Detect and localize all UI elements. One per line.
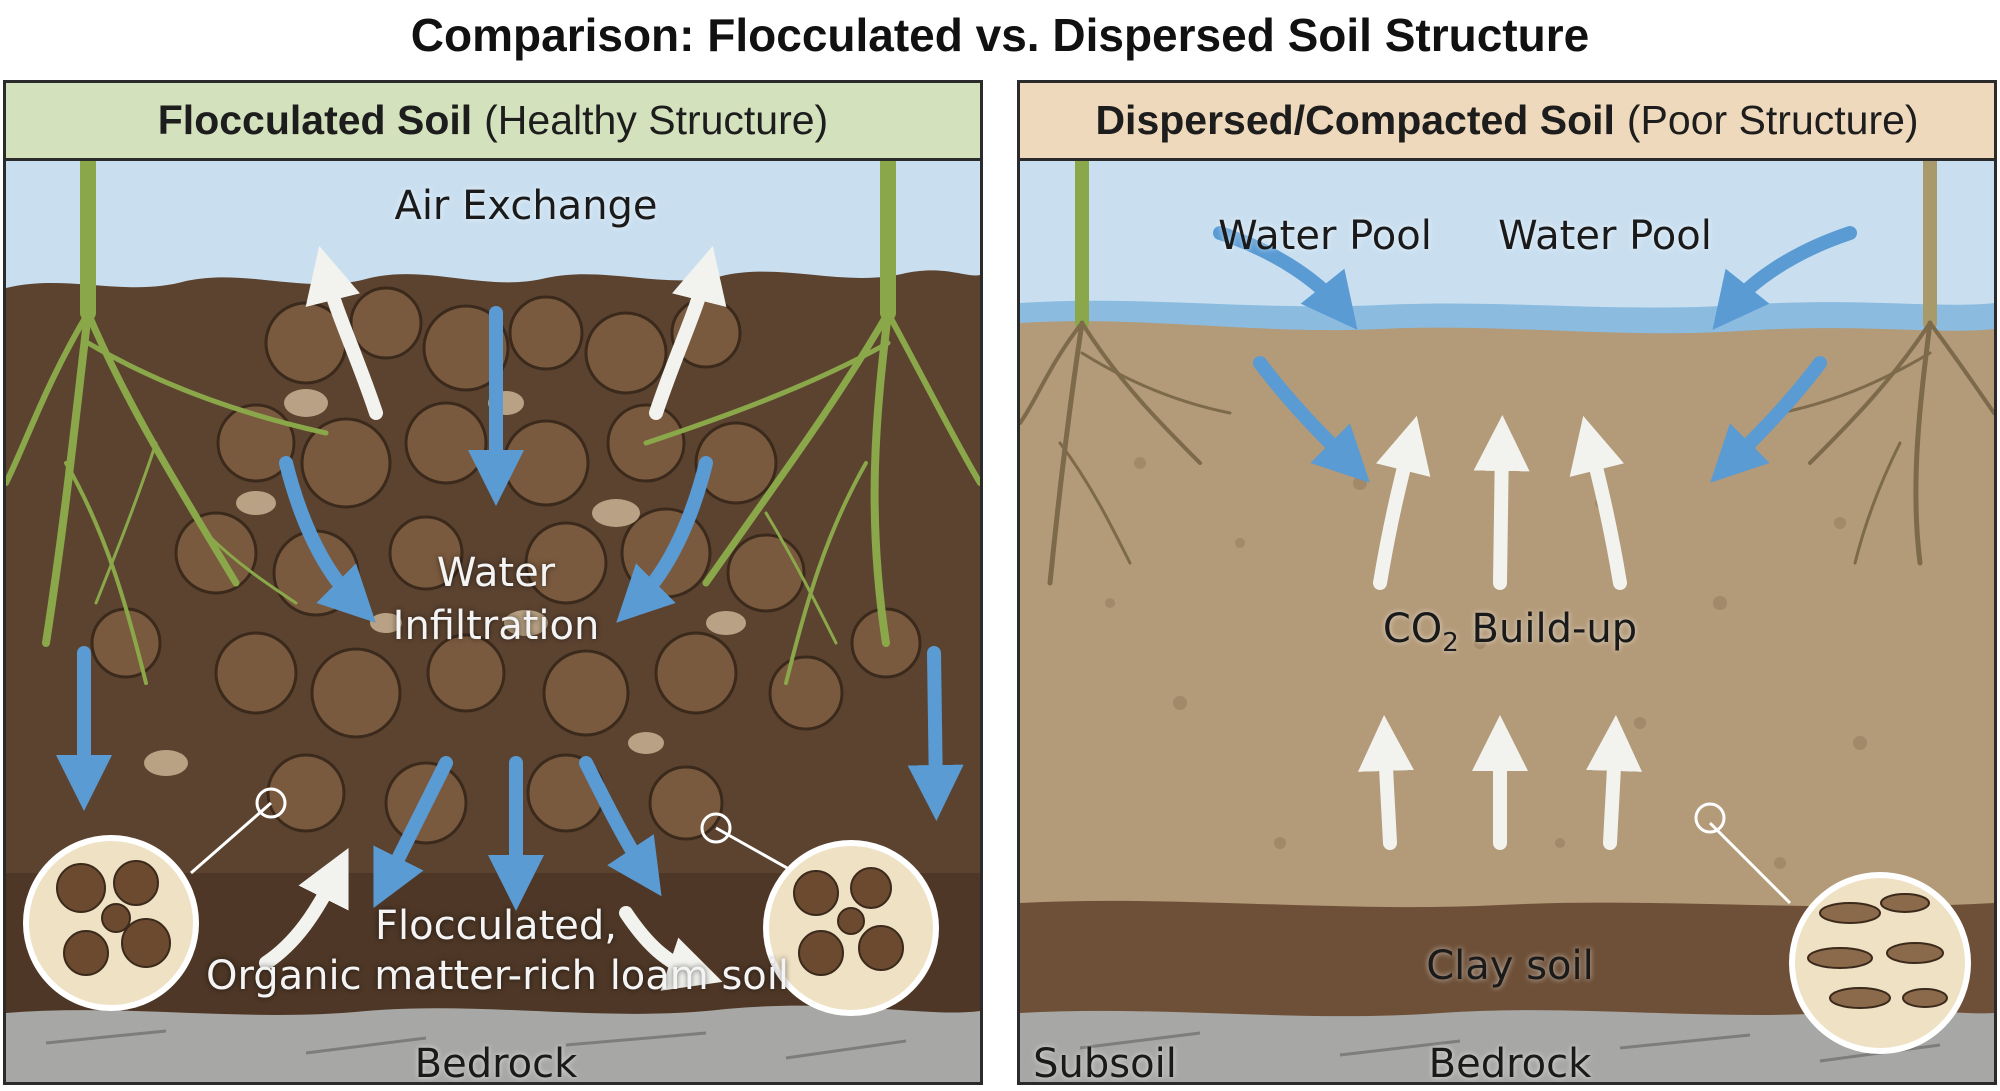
flocculated-label-line2: Organic matter-rich loam soil xyxy=(206,953,790,999)
air-exchange-label: Air Exchange xyxy=(394,183,658,229)
buildup-text: Build-up xyxy=(1458,606,1638,652)
bedrock-label: Bedrock xyxy=(1428,1041,1592,1085)
water-pool-label-left: Water Pool xyxy=(1218,213,1432,259)
bedrock-label: Bedrock xyxy=(414,1041,578,1085)
co2-buildup-label: CO2 Build-up xyxy=(1350,606,1670,658)
subsoil-label: Subsoil xyxy=(1033,1041,1177,1085)
header-subtitle: (Healthy Structure) xyxy=(484,97,829,143)
dispersed-soil-header: Dispersed/Compacted Soil (Poor Structure… xyxy=(1020,83,1994,161)
co2-subscript: 2 xyxy=(1442,628,1459,658)
dispersed-soil-panel: Dispersed/Compacted Soil (Poor Structure… xyxy=(1017,80,1997,1085)
flocculated-soil-illustration xyxy=(6,150,980,1082)
water-infiltration-label-line2: Infiltration xyxy=(392,603,600,649)
header-title: Flocculated Soil xyxy=(157,97,473,143)
co2-text: CO xyxy=(1382,606,1443,652)
dispersed-soil-illustration xyxy=(1020,151,1994,1082)
flocculated-soil-panel: Flocculated Soil (Healthy Structure) Air… xyxy=(3,80,983,1085)
flocculated-soil-header: Flocculated Soil (Healthy Structure) xyxy=(6,83,980,161)
header-title: Dispersed/Compacted Soil xyxy=(1095,97,1615,143)
page-title: Comparison: Flocculated vs. Dispersed So… xyxy=(410,9,1590,61)
water-infiltration-label-line1: Water xyxy=(436,550,556,596)
flocculated-label-line1: Flocculated, xyxy=(375,903,617,949)
clay-soil-label: Clay soil xyxy=(1426,943,1594,989)
water-pool-label-right: Water Pool xyxy=(1498,213,1712,259)
header-subtitle: (Poor Structure) xyxy=(1626,97,1919,143)
